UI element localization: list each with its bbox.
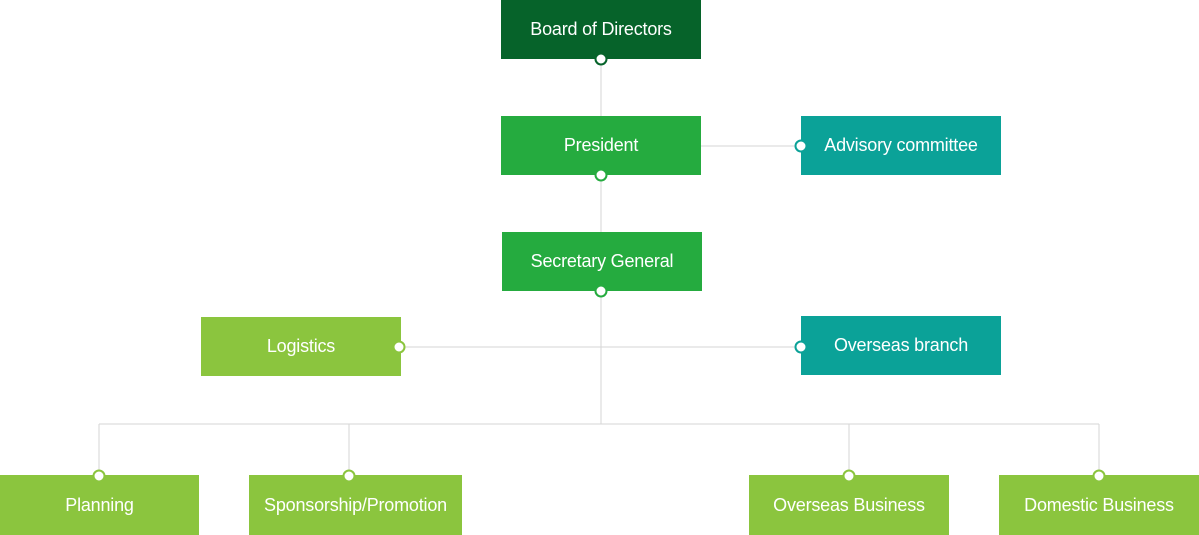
- node-secretary-general: Secretary General: [502, 232, 702, 291]
- connector-dot-president-bottom: [594, 168, 608, 182]
- connector-dot-board-bottom: [594, 52, 608, 66]
- node-label: Domestic Business: [1024, 494, 1174, 515]
- connector-dot-advisory-left: [794, 139, 808, 153]
- connector-dot-overseas-business-top: [842, 469, 856, 483]
- node-overseas-branch: Overseas branch: [801, 316, 1001, 375]
- node-label: Secretary General: [530, 251, 674, 271]
- node-label: Overseas Business: [773, 494, 925, 515]
- node-advisory-committee: Advisory committee: [801, 116, 1001, 175]
- node-planning: Planning: [0, 475, 199, 535]
- node-overseas-business: Overseas Business: [749, 475, 949, 535]
- connector-dot-domestic-business-top: [1092, 469, 1106, 483]
- node-label: Planning: [65, 494, 134, 515]
- node-label: Overseas branch: [833, 335, 969, 355]
- node-board-of-directors: Board of Directors: [501, 0, 701, 59]
- connector-dot-overseas-branch-left: [794, 340, 808, 354]
- node-label: Logistics: [266, 336, 336, 356]
- node-logistics: Logistics: [201, 317, 401, 376]
- connector-dot-planning-top: [92, 469, 106, 483]
- node-label: Board of Directors: [530, 19, 672, 39]
- node-label: President: [563, 135, 639, 155]
- node-president: President: [501, 116, 701, 175]
- connector-dot-sponsorship-top: [342, 469, 356, 483]
- node-domestic-business: Domestic Business: [999, 475, 1199, 535]
- connector-dot-logistics-right: [392, 340, 406, 354]
- connector-dot-secretary-bottom: [594, 284, 608, 298]
- node-sponsorship-promotion: Sponsorship/Promotion: [249, 475, 462, 535]
- node-label: Advisory committee: [824, 135, 978, 155]
- node-label: Sponsorship/Promotion: [264, 494, 447, 515]
